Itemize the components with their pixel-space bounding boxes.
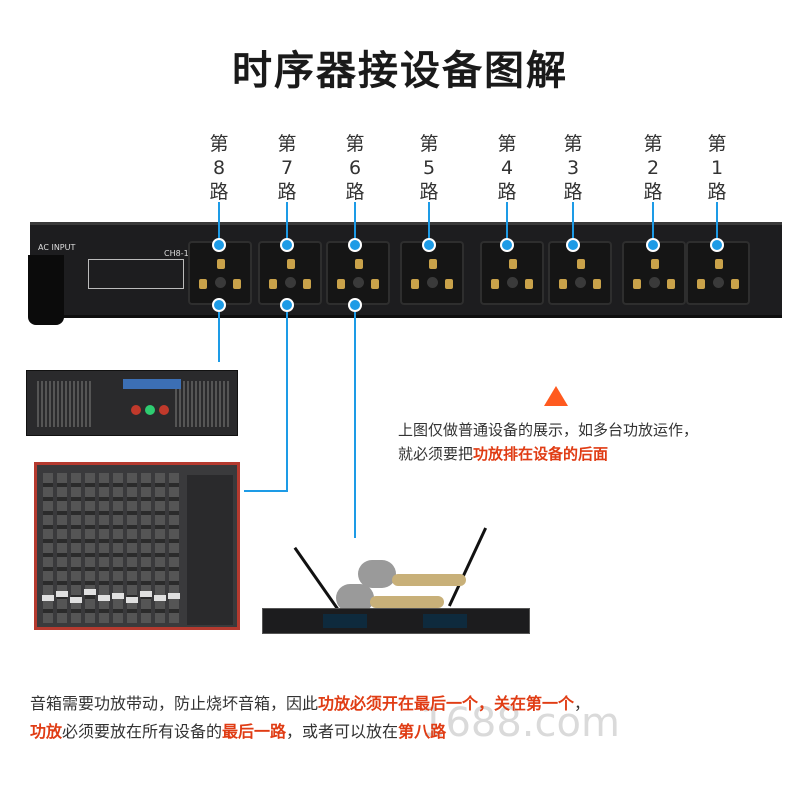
connection-dot	[422, 238, 436, 252]
amplifier-brand	[123, 379, 181, 389]
connection-dot	[500, 238, 514, 252]
connection-dot	[348, 238, 362, 252]
power-cable	[28, 255, 64, 325]
bottom-line-1: 音箱需要功放带动，防止烧坏音箱，因此功放必须开在最后一个，关在第一个，	[30, 694, 591, 713]
label-connector-7	[286, 202, 288, 240]
connection-dot	[212, 238, 226, 252]
outlet-6	[326, 241, 390, 305]
label-connector-8	[218, 202, 220, 240]
connection-dot	[646, 238, 660, 252]
ac-input-label: AC INPUT	[38, 243, 76, 252]
power-sequencer: AC INPUT CH8-1	[28, 222, 782, 325]
note-line-2: 就必须要把功放排在设备的后面	[398, 445, 609, 463]
microphone-head	[358, 560, 396, 588]
watermark: 1688.com	[420, 700, 620, 746]
label-connector-6	[354, 202, 356, 240]
bottom-line-2: 功放必须要放在所有设备的最后一路，或者可以放在第八路	[30, 722, 447, 741]
outlet-4	[480, 241, 544, 305]
wire-to-mixer-horizontal	[244, 490, 288, 492]
note-line-1: 上图仅做普通设备的展示，如多台功放运作，	[398, 421, 699, 439]
label-connector-4	[506, 202, 508, 240]
label-connector-3	[572, 202, 574, 240]
label-connector-2	[652, 202, 654, 240]
antenna-right	[447, 527, 488, 607]
connection-dot	[566, 238, 580, 252]
bottom-explanation: 音箱需要功放带动，防止烧坏音箱，因此功放必须开在最后一个，关在第一个， 功放必须…	[30, 690, 790, 746]
connection-dot	[280, 298, 294, 312]
outlet-3	[548, 241, 612, 305]
wire-to-amplifier	[218, 312, 220, 362]
wireless-receiver-image	[262, 608, 530, 634]
microphone-handle	[370, 596, 444, 608]
power-amplifier-image	[26, 370, 238, 436]
microphone-head	[336, 584, 374, 612]
connection-dot	[212, 298, 226, 312]
page-title: 时序器接设备图解	[232, 48, 568, 94]
wire-to-mixer	[286, 312, 288, 492]
warning-triangle-icon	[544, 386, 568, 406]
note-text: 上图仅做普通设备的展示，如多台功放运作， 就必须要把功放排在设备的后面	[398, 418, 788, 466]
connection-dot	[710, 238, 724, 252]
model-label: CH8-1	[164, 249, 189, 258]
connection-dot	[348, 298, 362, 312]
label-connector-1	[716, 202, 718, 240]
label-connector-5	[428, 202, 430, 240]
connection-dot	[280, 238, 294, 252]
wire-to-receiver	[354, 312, 356, 538]
outlet-2	[622, 241, 686, 305]
caution-label	[88, 259, 184, 289]
microphone-handle	[392, 574, 466, 586]
outlet-7	[258, 241, 322, 305]
audio-mixer-image	[34, 462, 240, 630]
